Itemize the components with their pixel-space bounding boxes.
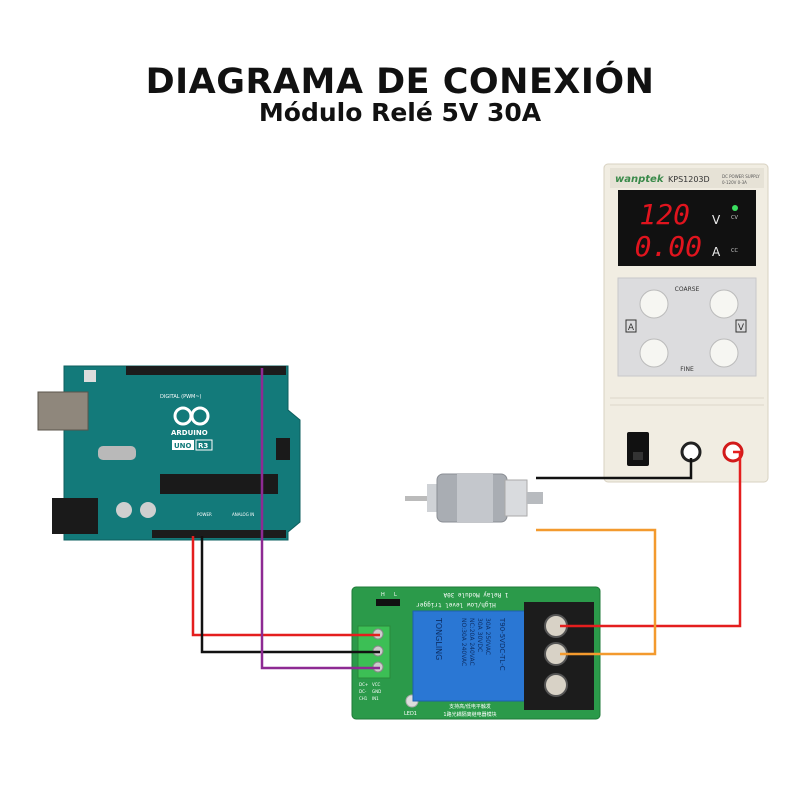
wire-relay-to-psu-positive [560,450,742,628]
coarse-label: COARSE [675,286,700,293]
jumper-h: H [381,592,385,598]
pin-dc-minus: DC- [359,689,367,694]
v-label: V [738,323,745,333]
arduino-revision: R3 [198,442,208,450]
microcontroller-chip [160,474,278,494]
current-readout: 0.00 [635,230,702,263]
rating-2: 30A 30VDC [476,618,483,652]
voltage-coarse-knob[interactable] [709,289,739,319]
power-label: POWER [197,512,212,517]
current-unit: A [712,245,721,259]
cc-label: CC [731,248,738,254]
arduino-model: UNO [174,442,192,450]
cn-line-2: 1路光耦隔离继电器模块 [443,711,496,718]
arduino-brand: ARDUINO [171,429,208,437]
usb-port [37,391,89,431]
cn-line-1: 支持高/低电平触发 [449,703,491,710]
power-supply: wanptek KPS1203D DC POWER SUPPLY 0-120V … [603,163,769,483]
psu-rating: 0-120V 0-3A [722,180,747,185]
psu-brand: wanptek [615,174,665,185]
pin-dc-plus: DC+ [359,682,368,687]
jumper-l: L [394,592,397,598]
relay-trigger: High/Low level trigger [416,601,496,608]
pin-ch1: CH1 [359,696,368,701]
voltage-readout: 120 [639,198,690,231]
relay-brand: TONGLING [434,617,443,660]
rating-3: NC:20A 240VAC [468,618,475,666]
relay-part: T90-5VDC-TL-C [498,617,506,671]
voltage-unit: V [712,213,721,227]
psu-model: KPS1203D [668,175,710,184]
psu-display [618,190,756,266]
wire-pin-to-in1 [260,368,380,670]
digital-label: DIGITAL (PWM~) [160,394,202,400]
trigger-jumper[interactable] [376,599,400,606]
a-label: A [628,323,635,333]
current-coarse-knob[interactable] [639,289,669,319]
relay-coil [412,610,532,702]
relay-title: 1 Relay Module 30A [443,591,508,598]
power-analog-header [152,530,286,538]
pin-in1: IN1 [372,696,379,701]
dc-jack [52,498,98,534]
wire-motor-to-psu-negative [536,458,693,480]
wire-5v-to-vcc [191,536,380,637]
wires [191,368,742,670]
page-subtitle: Módulo Relé 5V 30A [258,98,542,127]
relay-module: 1 Relay Module 30A High/Low level trigge… [351,586,601,720]
power-switch[interactable] [627,432,649,466]
pin-gnd: GND [372,689,381,694]
analog-label: ANALOG IN [232,512,254,517]
digital-header [126,366,286,375]
current-fine-knob[interactable] [639,338,669,368]
cv-led [732,205,738,211]
voltage-fine-knob[interactable] [709,338,739,368]
wire-gnd-to-gnd [200,536,380,654]
page-title: DIAGRAMA DE CONEXIÓN [145,62,655,102]
fine-label: FINE [680,366,694,373]
dc-motor [405,473,543,523]
pin-vcc: VCC [372,682,381,687]
led-label: LED1 [404,711,417,717]
psu-label: DC POWER SUPPLY [722,174,760,179]
rating-1: 30A 250VAC [484,618,491,655]
cv-label: CV [731,215,738,221]
rating-4: NO:30A 240VAC [460,618,467,666]
arduino-board: DIGITAL (PWM~) ARDUINO UNO R3 POWER ANAL… [37,365,301,541]
wire-relay-to-motor [536,528,657,656]
